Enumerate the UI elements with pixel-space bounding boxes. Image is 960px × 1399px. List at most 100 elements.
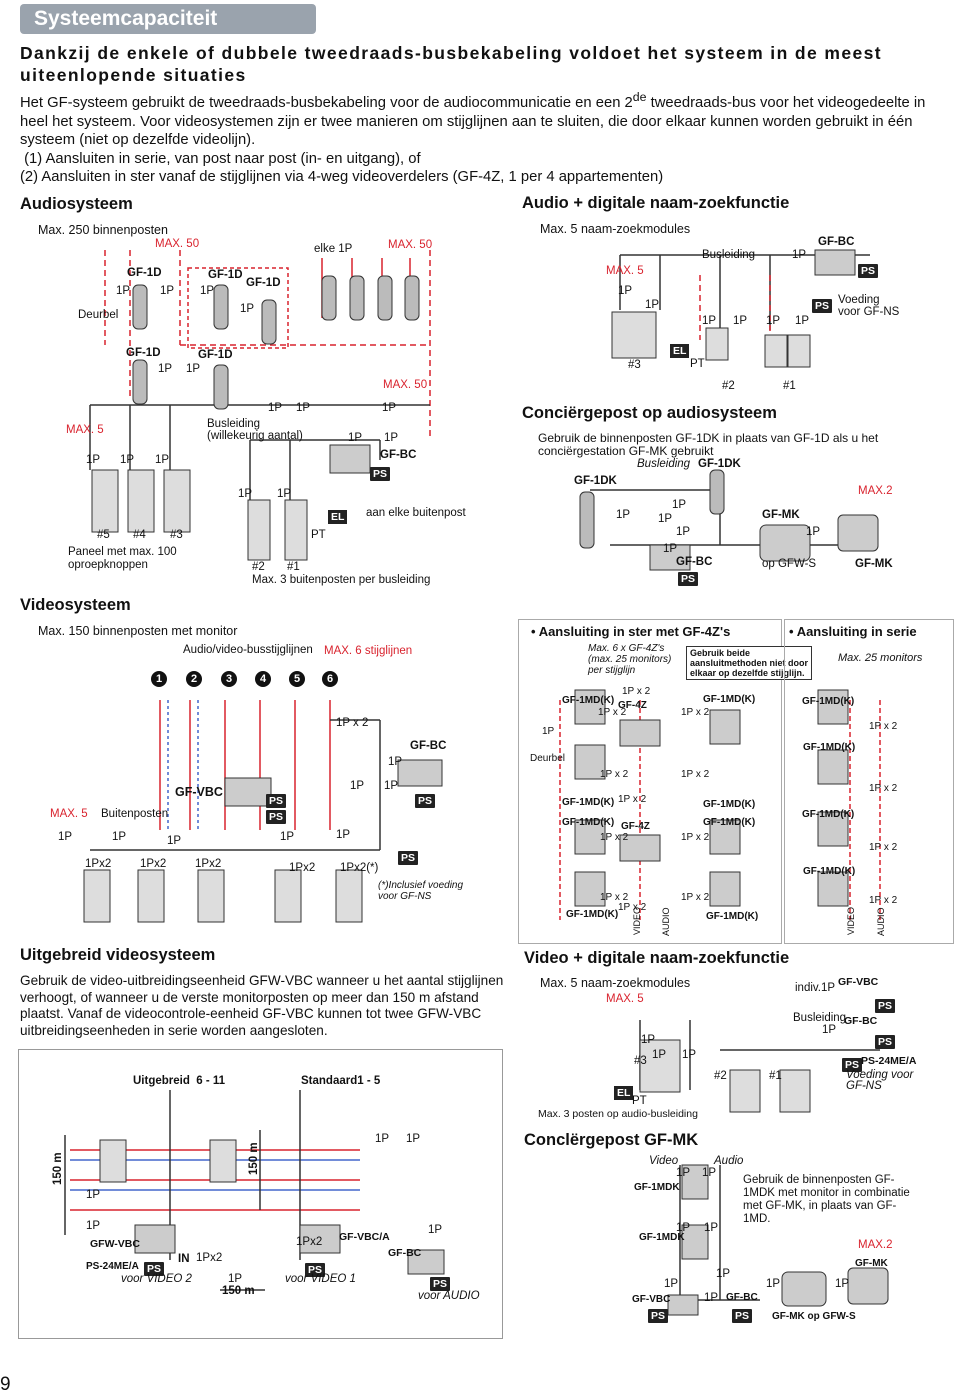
intro-text: Het GF-systeem gebruikt de tweedraads-bu… bbox=[20, 88, 950, 187]
audio-heading: Audiosysteem bbox=[20, 195, 133, 213]
serie-max25: Max. 25 monitors bbox=[838, 652, 923, 664]
cmk-ps-2: PS bbox=[732, 1306, 753, 1324]
ps-label: PS bbox=[858, 264, 879, 278]
star-1p: 1P bbox=[542, 726, 555, 737]
audio-1p: 1P bbox=[155, 454, 170, 466]
cmk-1p: 1P bbox=[716, 1268, 731, 1280]
video-inclusief2: voor GF-NS bbox=[378, 891, 432, 902]
video-1px2b: 1Px2 bbox=[195, 858, 222, 870]
audio-1p: 1P bbox=[120, 454, 135, 466]
serie-1px2: 1P x 2 bbox=[869, 783, 898, 794]
ps-label: PS bbox=[875, 1035, 896, 1049]
video-1p: 1P bbox=[388, 756, 403, 768]
star-deurbel: Deurbel bbox=[530, 753, 566, 764]
vd-1p: 1P bbox=[682, 1049, 697, 1061]
ext-video1: voor VIDEO 1 bbox=[285, 1273, 356, 1285]
cmk-1p: 1P bbox=[702, 1167, 717, 1179]
audio-deurbel: Deurbel bbox=[78, 309, 119, 321]
ext-video2: voor VIDEO 2 bbox=[121, 1273, 192, 1285]
ad-1p: 1P bbox=[792, 249, 807, 261]
audio-1p: 1P bbox=[277, 488, 292, 500]
intro-p1-post: tweedraads-bus voor het videogedeelte in… bbox=[20, 94, 926, 149]
cmk-1p: 1P bbox=[704, 1222, 719, 1234]
star-1px2: 1P x 2 bbox=[681, 892, 710, 903]
cmk-gf1mdk: GF-1MDK bbox=[639, 1232, 685, 1243]
concierge-audio-heading: Conciërgepost op audiosysteem bbox=[522, 404, 777, 422]
video-ps-2: PS bbox=[266, 807, 287, 825]
riser-number-4: 4 bbox=[255, 669, 271, 687]
audio-1p: 1P bbox=[384, 432, 399, 444]
serie-title: • Aansluiting in serie bbox=[789, 624, 917, 639]
vd-max5naam: Max. 5 naam-zoekmodules bbox=[540, 976, 691, 990]
vd-ps24: PS-24ME/A bbox=[861, 1055, 917, 1067]
ext-gfvbca: GF-VBC/A bbox=[339, 1231, 390, 1243]
ad-1p: 1P bbox=[618, 285, 633, 297]
audio-1p: 1P bbox=[158, 363, 173, 375]
audio-1p: 1P bbox=[186, 363, 201, 375]
audio-1p: 1P bbox=[240, 303, 255, 315]
ca-gfbc: GF-BC bbox=[676, 556, 713, 568]
audio-max50-a: MAX. 50 bbox=[155, 238, 200, 250]
ext-standaard: Standaard1 - 5 bbox=[301, 1075, 381, 1087]
star-note-1: Gebruik beide bbox=[690, 648, 751, 658]
video-1p: 1P bbox=[336, 829, 351, 841]
star-gf1mdk: GF-1MD(K) bbox=[562, 695, 615, 706]
serie-1px2: 1P x 2 bbox=[869, 842, 898, 853]
video-digital-heading: Video + digitale naam-zoekfunctie bbox=[524, 949, 790, 967]
audio-pt: PT bbox=[311, 529, 326, 541]
cmk-1p: 1P bbox=[676, 1167, 691, 1179]
audio-gf1d-2: GF-1D bbox=[208, 269, 243, 281]
ad-1p: 1P bbox=[645, 299, 660, 311]
vd-pt: PT bbox=[632, 1095, 647, 1107]
video-inclusief1: (*)Inclusief voeding bbox=[378, 880, 464, 891]
cmk-1p: 1P bbox=[676, 1222, 691, 1234]
vd-indiv: indiv.1P bbox=[795, 982, 836, 994]
ca-1p: 1P bbox=[616, 509, 631, 521]
vd-ps-1: PS bbox=[875, 996, 896, 1014]
vd-gfbc: GF-BC bbox=[844, 1015, 878, 1027]
video-heading: Videosysteem bbox=[20, 596, 131, 614]
ca-1p: 1P bbox=[658, 513, 673, 525]
video-1p: 1P bbox=[350, 780, 365, 792]
ad-busleiding: Busleiding bbox=[702, 249, 756, 261]
ext-1p: 1P bbox=[86, 1220, 101, 1232]
serie-1px2: 1P x 2 bbox=[869, 721, 898, 732]
page-number: 9 bbox=[0, 1374, 11, 1395]
ext-1px2: 1Px2 bbox=[196, 1252, 223, 1264]
ca-busleiding: Busleiding bbox=[637, 458, 691, 470]
star-1px2: 1P x 2 bbox=[681, 832, 710, 843]
audio-max50-b: MAX. 50 bbox=[388, 239, 433, 251]
ca-gfmk: GF-MK bbox=[762, 509, 800, 521]
ad-max5naam: Max. 5 naam-zoekmodules bbox=[540, 222, 691, 236]
star-1px2: 1P x 2 bbox=[618, 794, 647, 805]
riser-number-6: 6 bbox=[322, 669, 338, 687]
ext-uitgebreid-label: Uitgebreid bbox=[133, 1075, 190, 1087]
vd-n2: #2 bbox=[714, 1070, 727, 1082]
video-1px2star: 1Px2(*) bbox=[340, 862, 379, 874]
ps-label: PS bbox=[875, 999, 896, 1013]
ad-n3: #3 bbox=[628, 359, 641, 371]
ca-opgfws: op GFW-S bbox=[762, 558, 817, 570]
ext-in: IN bbox=[178, 1253, 190, 1265]
cmk-opgfws: GF-MK op GFW-S bbox=[772, 1311, 856, 1322]
audio-oproep: oproepknoppen bbox=[68, 559, 148, 571]
extended-frame bbox=[18, 1049, 503, 1339]
star-1px2: 1P x 2 bbox=[600, 832, 629, 843]
ad-1p: 1P bbox=[766, 315, 781, 327]
serie-gf1mdk: GF-1MD(K) bbox=[803, 866, 856, 877]
ps-label: PS bbox=[266, 794, 287, 808]
audio-aan-elke: aan elke buitenpost bbox=[366, 507, 466, 519]
video-ps-4: PS bbox=[398, 848, 419, 866]
audio-1p: 1P bbox=[382, 402, 397, 414]
vd-busleiding: Busleiding bbox=[793, 1012, 847, 1024]
video-ps-3: PS bbox=[415, 791, 436, 809]
vd-gfvbc: GF-VBC bbox=[838, 976, 879, 988]
ps-label: PS bbox=[305, 1263, 326, 1277]
extended-desc: Gebruik de video-uitbreidingseenheid GFW… bbox=[20, 973, 504, 1038]
serie-audio: AUDIO bbox=[876, 907, 886, 936]
video-max150: Max. 150 binnenposten met monitor bbox=[38, 624, 238, 638]
page-subtitle: Dankzij de enkele of dubbele tweedraads-… bbox=[20, 43, 882, 85]
ad-pt: PT bbox=[690, 358, 705, 370]
video-1px2b: 1Px2 bbox=[289, 862, 316, 874]
cmk-1p: 1P bbox=[766, 1278, 781, 1290]
